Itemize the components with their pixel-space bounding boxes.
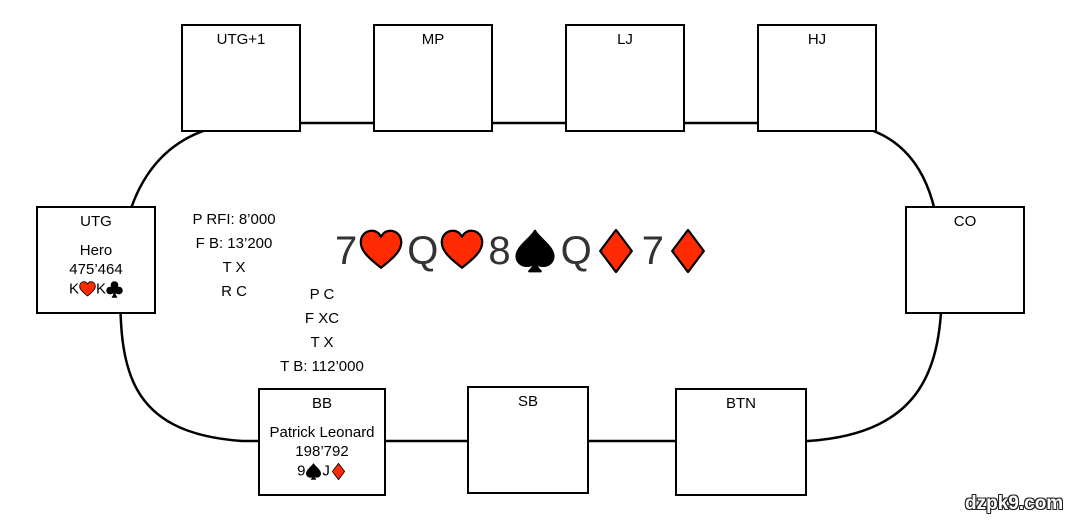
hero-action-history: P RFI: 8’000 F B: 13’200 T X R C	[178, 208, 290, 304]
action-line: T X	[310, 334, 334, 351]
seat-utg1: UTG+1	[181, 24, 301, 132]
player-name: Patrick Leonard	[269, 424, 375, 441]
seat-btn: BTN	[675, 388, 807, 496]
seat-mp: MP	[373, 24, 493, 132]
heart-icon	[359, 229, 403, 273]
seat-lj: LJ	[565, 24, 685, 132]
seat-position-label: SB	[517, 393, 538, 410]
board-card-rank: 7	[641, 228, 664, 273]
diamond-icon	[330, 462, 347, 480]
villain-action-history: P C F XC T X T B: 112’000	[267, 283, 377, 379]
club-icon	[106, 280, 123, 298]
board-card-rank: Q	[407, 228, 439, 273]
seat-position-label: UTG	[80, 213, 112, 230]
seat-position-label: LJ	[617, 31, 633, 48]
action-line: T B: 112’000	[280, 358, 364, 375]
player-stack: 475’464	[69, 261, 123, 278]
spade-icon	[513, 229, 557, 273]
action-line: R C	[221, 283, 247, 300]
heart-icon	[79, 280, 96, 298]
action-line: F B: 13’200	[195, 235, 273, 252]
seat-position-label: UTG+1	[216, 31, 266, 48]
board-card-rank: Q	[560, 228, 592, 273]
player-name: Hero	[79, 242, 113, 259]
action-line: P RFI: 8’000	[192, 211, 276, 228]
seat-position-label: MP	[421, 31, 445, 48]
watermark: dzpk9.com	[965, 493, 1064, 514]
action-line: F XC	[304, 310, 340, 327]
heart-icon	[440, 229, 484, 273]
diamond-icon	[594, 229, 638, 273]
seat-position-label: BTN	[726, 395, 756, 412]
seat-sb: SB	[467, 386, 589, 494]
card-rank: K	[68, 280, 79, 298]
seat-position-label: HJ	[807, 31, 827, 48]
card-rank: K	[96, 280, 107, 298]
seat-co: CO	[905, 206, 1025, 314]
seat-position-label: BB	[311, 395, 332, 412]
board-card-rank: 7	[335, 228, 358, 273]
card-rank: 9	[297, 462, 306, 480]
spade-icon	[305, 462, 322, 480]
action-line: T X	[222, 259, 246, 276]
board-cards: 7 Q 8 Q 7	[335, 226, 714, 276]
diamond-icon	[666, 229, 710, 273]
player-stack: 198’792	[295, 443, 349, 460]
card-rank: J	[322, 462, 330, 480]
seat-position-label: CO	[953, 213, 977, 230]
board-card-rank: 8	[488, 228, 511, 273]
action-line: P C	[309, 286, 335, 303]
seat-hj: HJ	[757, 24, 877, 132]
